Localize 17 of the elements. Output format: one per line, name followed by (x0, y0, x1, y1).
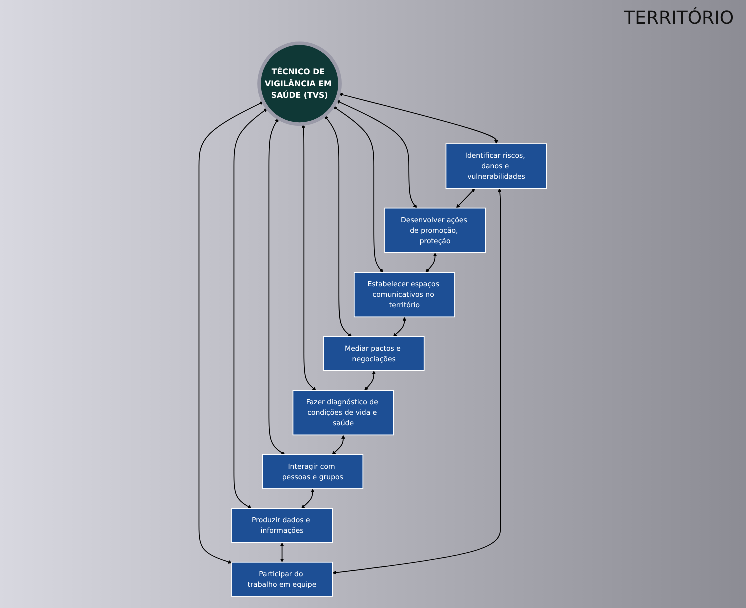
arrow (324, 116, 352, 337)
arrow (280, 542, 284, 563)
arrow (336, 100, 418, 208)
arrow (338, 92, 498, 144)
arrow (333, 106, 384, 273)
arrow (393, 317, 407, 337)
arrow (332, 435, 346, 456)
arrow (364, 370, 376, 391)
arrow (234, 108, 268, 509)
arrow (302, 488, 315, 509)
arrow (332, 188, 502, 575)
territory-label: TERRITÓRIO (624, 8, 734, 29)
arrow (198, 102, 264, 564)
arrow (302, 124, 316, 391)
arrow (268, 118, 286, 456)
arrow (426, 252, 438, 273)
arrow (456, 188, 476, 208)
